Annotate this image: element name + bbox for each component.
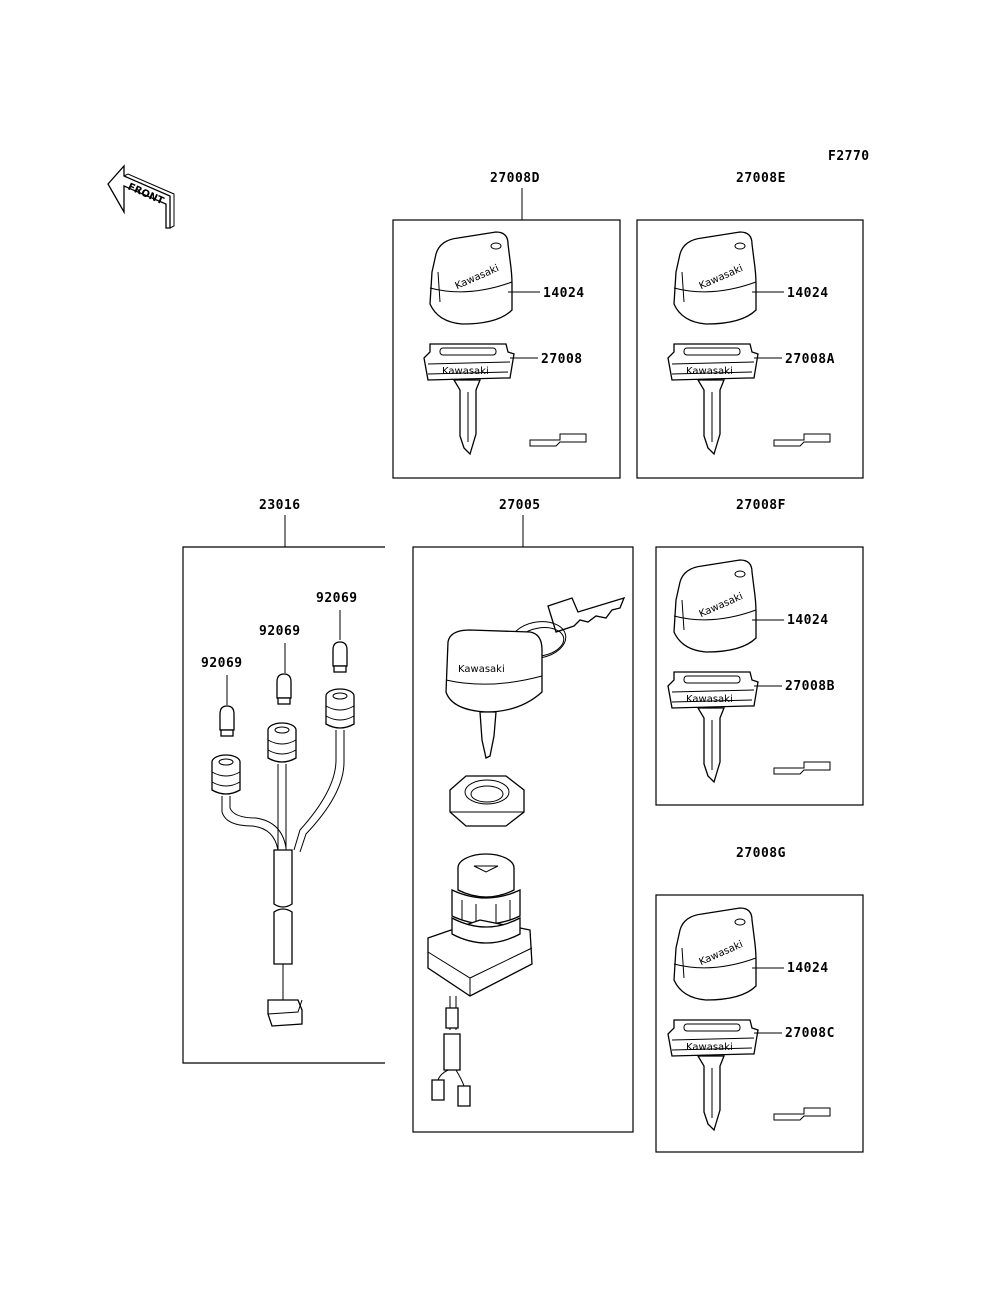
part-number: 27008B	[785, 679, 835, 694]
group-label: 27008E	[736, 171, 786, 186]
diagram-code: F2770	[828, 149, 870, 164]
key-blank[interactable]	[667, 343, 759, 455]
front-arrow-icon: FRONT	[107, 164, 175, 229]
key-brand: Kawasaki	[458, 664, 505, 675]
lamp-bulb[interactable]	[276, 673, 292, 705]
lamp-socket[interactable]	[211, 754, 241, 795]
part-number: 14024	[787, 613, 829, 628]
hex-nut[interactable]	[449, 775, 525, 827]
key-profile-icon	[773, 761, 831, 775]
group-27008d: 27008D 14024 27008	[392, 171, 621, 479]
part-number: 14024	[543, 286, 585, 301]
group-label: 27008D	[490, 171, 540, 186]
group-27005: 27005 Kawasaki	[412, 498, 634, 1133]
key-profile-icon	[773, 1107, 831, 1121]
part-number: 92069	[316, 591, 358, 606]
group-27008g: 27008G 14024 27008C	[655, 846, 864, 1153]
part-number: 27008A	[785, 352, 835, 367]
key-blank[interactable]	[667, 671, 759, 783]
lamp-socket[interactable]	[325, 688, 355, 729]
part-number: 92069	[259, 624, 301, 639]
group-label: 23016	[259, 498, 301, 513]
group-27008e: 27008E 14024 27008A	[636, 171, 864, 479]
key-profile-icon	[773, 433, 831, 447]
ignition-key[interactable]: Kawasaki	[445, 629, 543, 759]
lamp-bulb[interactable]	[219, 705, 235, 737]
key-profile-icon	[529, 433, 587, 447]
group-23016: 23016 92069 92069 92069	[182, 498, 385, 1064]
part-number: 27008	[541, 352, 583, 367]
key-grip[interactable]	[673, 907, 757, 1001]
key-grip[interactable]	[673, 559, 757, 653]
group-label: 27008F	[736, 498, 786, 513]
lamp-socket[interactable]	[267, 722, 297, 763]
key-grip[interactable]	[429, 231, 513, 325]
lamp-bulb[interactable]	[332, 641, 348, 673]
ignition-switch-body[interactable]	[427, 853, 533, 997]
group-label: 27008G	[736, 846, 786, 861]
key-grip[interactable]	[673, 231, 757, 325]
part-number: 92069	[201, 656, 243, 671]
part-number: 14024	[787, 286, 829, 301]
part-number: 27008C	[785, 1026, 835, 1041]
switch-wire-lead	[431, 996, 471, 1107]
key-blank[interactable]	[423, 343, 515, 455]
key-blank[interactable]	[667, 1019, 759, 1131]
group-label: 27005	[499, 498, 541, 513]
group-27008f: 27008F 14024 27008B	[655, 498, 864, 806]
part-number: 14024	[787, 961, 829, 976]
